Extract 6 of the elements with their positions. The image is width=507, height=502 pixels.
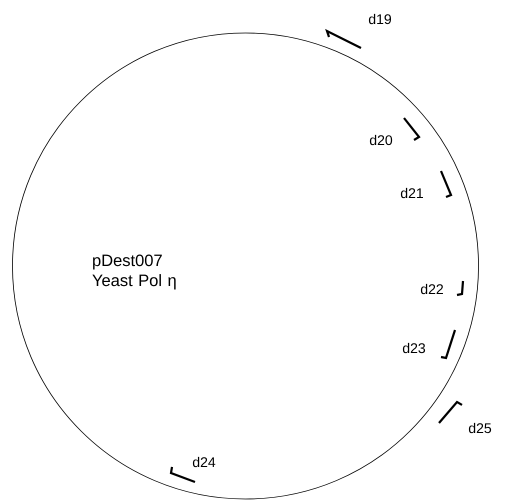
region-label: d21 <box>400 188 423 198</box>
region-label: d22 <box>420 284 443 294</box>
region-label: d23 <box>402 342 426 354</box>
region-label: d20 <box>370 134 392 146</box>
region-label: d25 <box>468 422 492 434</box>
region-label: d24 <box>192 456 216 468</box>
